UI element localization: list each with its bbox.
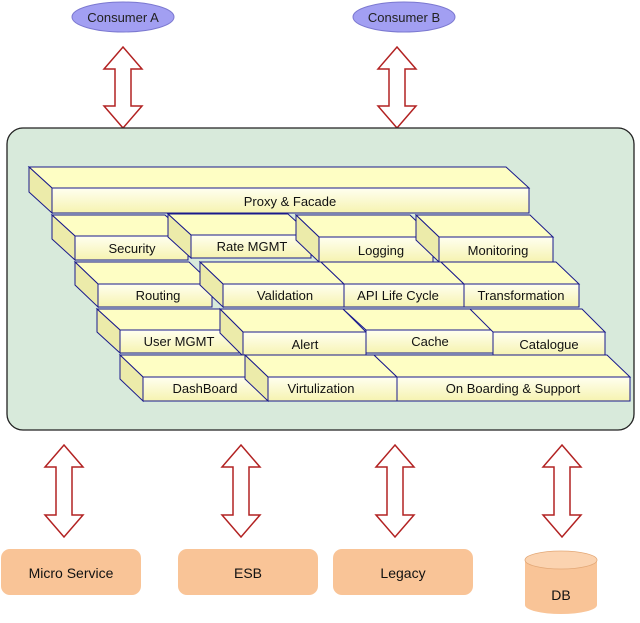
block-dashboard: DashBoard (118, 353, 270, 403)
block-dashboard-label: DashBoard (172, 381, 237, 396)
consumer-a-double-arrow (102, 45, 144, 130)
block-transformation: Transformation (439, 261, 581, 308)
block-catalogue-label: Catalogue (519, 337, 578, 352)
consumer-a-label: Consumer A (87, 10, 159, 25)
block-monitoring-label: Monitoring (468, 243, 529, 258)
block-logging-label: Logging (358, 243, 404, 258)
backend-legacy-label: Legacy (380, 565, 425, 581)
block-virtulization-label: Virtulization (288, 381, 355, 396)
backend-esb: ESB (178, 549, 318, 595)
legacy-double-arrow (374, 443, 416, 539)
block-virtulization: Virtulization (243, 353, 399, 403)
backend-micro-service-label: Micro Service (29, 565, 114, 581)
consumer-a: Consumer A (71, 1, 175, 33)
block-cache-label: Cache (411, 334, 449, 349)
block-on-boarding-support-label: On Boarding & Support (446, 381, 581, 396)
block-user-mgmt: User MGMT (95, 307, 245, 355)
block-security-label: Security (109, 241, 156, 256)
block-validation: Validation (198, 260, 346, 309)
block-routing-label: Routing (136, 288, 181, 303)
block-proxy-facade: Proxy & Facade (27, 165, 531, 215)
block-proxy-facade-label: Proxy & Facade (244, 194, 337, 209)
consumer-b-double-arrow (376, 45, 418, 130)
block-cache: Cache (341, 308, 495, 354)
backend-esb-label: ESB (234, 565, 262, 581)
block-rate-mgmt-label: Rate MGMT (217, 239, 288, 254)
db-double-arrow (541, 443, 583, 539)
block-on-boarding-support: On Boarding & Support (372, 354, 632, 402)
block-transformation-label: Transformation (478, 288, 565, 303)
block-user-mgmt-label: User MGMT (144, 334, 215, 349)
block-alert-label: Alert (292, 337, 319, 352)
block-routing: Routing (73, 260, 214, 309)
block-api-life-cycle-label: API Life Cycle (357, 288, 439, 303)
backend-micro-service: Micro Service (1, 549, 141, 595)
block-catalogue: Catalogue (468, 308, 607, 357)
block-logging: Logging (294, 213, 435, 264)
block-rate-mgmt: Rate MGMT (166, 212, 313, 260)
backend-legacy: Legacy (333, 549, 473, 595)
backend-db-label: DB (551, 587, 570, 603)
backend-db-cylinder: DB (524, 550, 598, 614)
block-alert: Alert (218, 307, 368, 358)
block-api-life-cycle: API Life Cycle (319, 261, 466, 308)
block-monitoring: Monitoring (414, 213, 555, 264)
consumer-b-label: Consumer B (368, 10, 440, 25)
block-validation-label: Validation (257, 288, 313, 303)
consumer-b: Consumer B (352, 1, 456, 33)
esb-double-arrow (220, 443, 262, 539)
micro-service-double-arrow (43, 443, 85, 539)
